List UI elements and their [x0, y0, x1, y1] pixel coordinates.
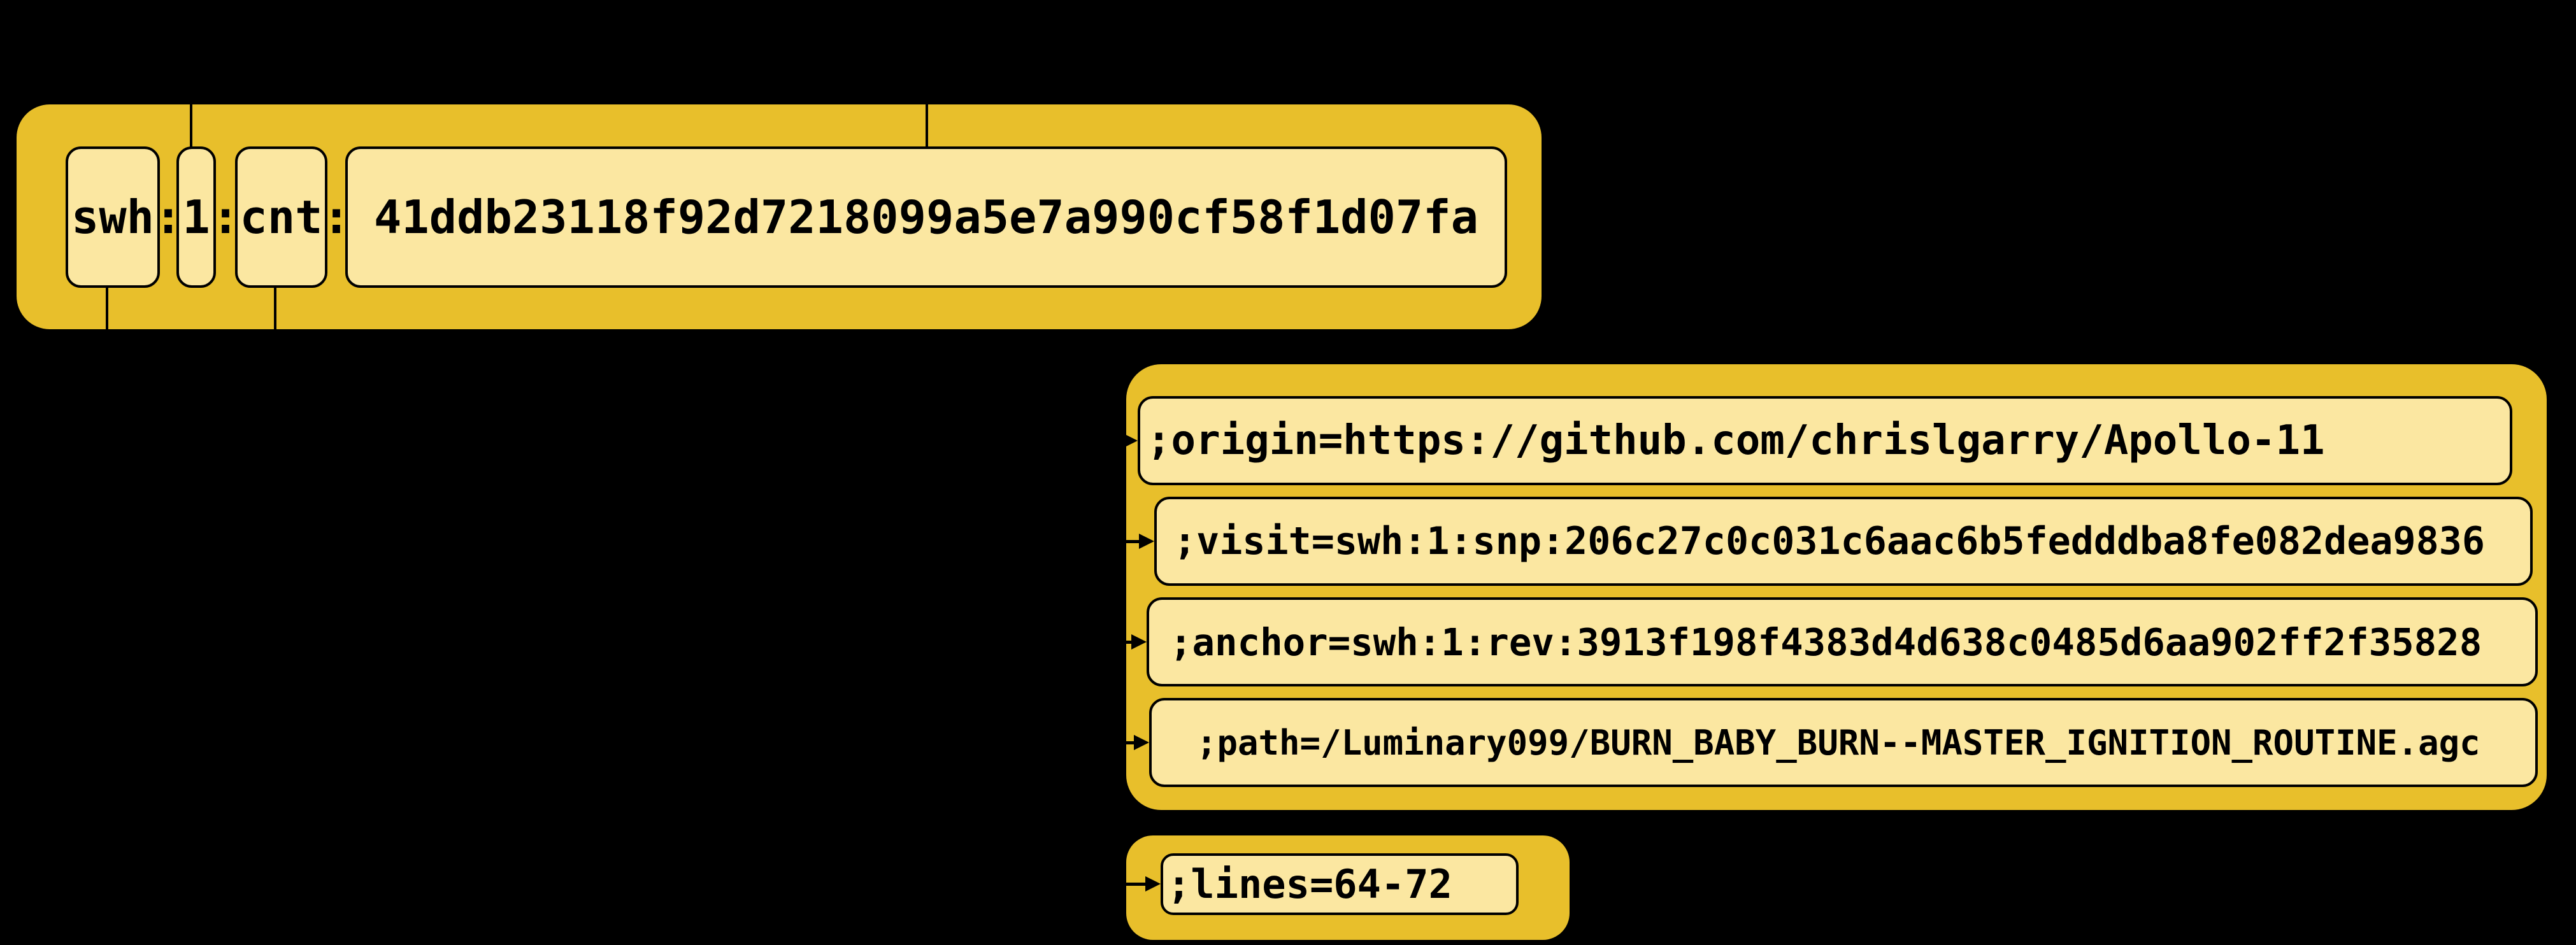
qualifier-anchor-label: ;anchor=swh:1:rev:3913f198f4383d4d638c04… — [1170, 620, 2482, 664]
arrow-icon-path — [1112, 735, 1149, 750]
arrow-tail — [1112, 741, 1136, 744]
arrow-icon-origin — [1101, 433, 1138, 448]
object-type-box: cnt — [235, 146, 327, 288]
qualifier-visit-label: ;visit=swh:1:snp:206c27c0c031c6aac6b5fed… — [1173, 519, 2486, 564]
separator-2: : — [211, 146, 240, 288]
connector-down-object-type — [274, 285, 276, 329]
arrow-head — [1131, 634, 1147, 650]
arrow-icon-anchor — [1110, 634, 1147, 650]
object-type-label: cnt — [240, 190, 323, 244]
arrow-icon-visit — [1117, 534, 1154, 549]
qualifier-origin-label: ;origin=https://github.com/chrislgarry/A… — [1147, 417, 2325, 464]
arrow-icon-lines — [1124, 876, 1161, 892]
arrow-tail — [1117, 540, 1141, 543]
connector-down-scheme — [106, 285, 108, 329]
separator-2-label: : — [211, 190, 240, 244]
qualifier-visit-box: ;visit=swh:1:snp:206c27c0c031c6aac6b5fed… — [1154, 497, 2533, 586]
hash-label: 41ddb23118f92d7218099a5e7a990cf58f1d07fa — [374, 190, 1478, 244]
version-label: 1 — [182, 190, 210, 244]
connector-up-version — [190, 104, 192, 149]
version-box: 1 — [176, 146, 216, 288]
scheme-box: swh — [66, 146, 160, 288]
qualifier-anchor-box: ;anchor=swh:1:rev:3913f198f4383d4d638c04… — [1147, 597, 2538, 686]
arrow-head — [1122, 433, 1138, 448]
arrow-head — [1145, 876, 1161, 892]
arrow-head — [1134, 735, 1149, 750]
qualifier-origin-box: ;origin=https://github.com/chrislgarry/A… — [1138, 396, 2512, 485]
arrow-head — [1139, 534, 1154, 549]
lines-box: ;lines=64-72 — [1161, 853, 1519, 915]
arrow-tail — [1124, 883, 1148, 886]
qualifier-path-box: ;path=/Luminary099/BURN_BABY_BURN--MASTE… — [1149, 698, 2538, 787]
lines-label: ;lines=64-72 — [1167, 861, 1452, 907]
arrow-tail — [1101, 439, 1125, 443]
arrow-tail — [1110, 641, 1134, 644]
hash-box: 41ddb23118f92d7218099a5e7a990cf58f1d07fa — [345, 146, 1507, 288]
connector-up-hash — [926, 104, 928, 149]
qualifier-path-label: ;path=/Luminary099/BURN_BABY_BURN--MASTE… — [1196, 722, 2480, 763]
scheme-label: swh — [71, 190, 155, 244]
